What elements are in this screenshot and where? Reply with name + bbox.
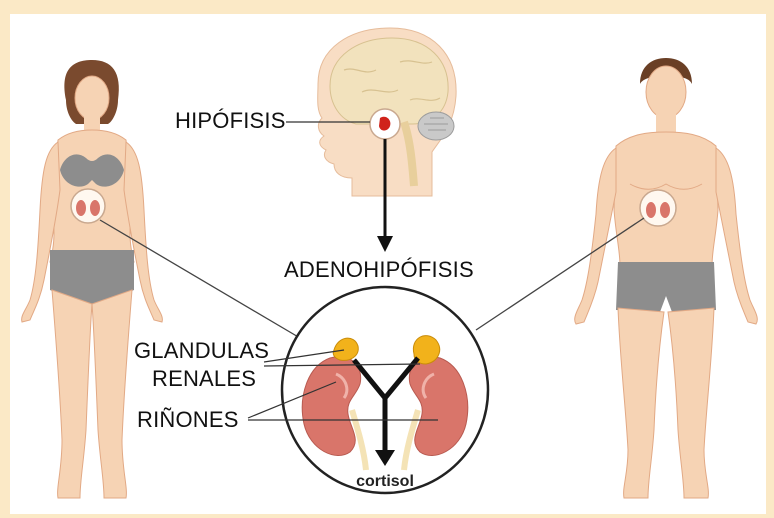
- label-adenohipofisis: ADENOHIPÓFISIS: [284, 257, 474, 282]
- label-rinones: RIÑONES: [137, 407, 239, 432]
- label-glandulas: GLANDULAS: [134, 338, 269, 363]
- label-cortisol: cortisol: [356, 473, 414, 490]
- label-renales: RENALES: [152, 366, 256, 391]
- kidney-detail-circle: cortisol: [282, 287, 488, 493]
- label-hipofisis: HIPÓFISIS: [175, 108, 286, 133]
